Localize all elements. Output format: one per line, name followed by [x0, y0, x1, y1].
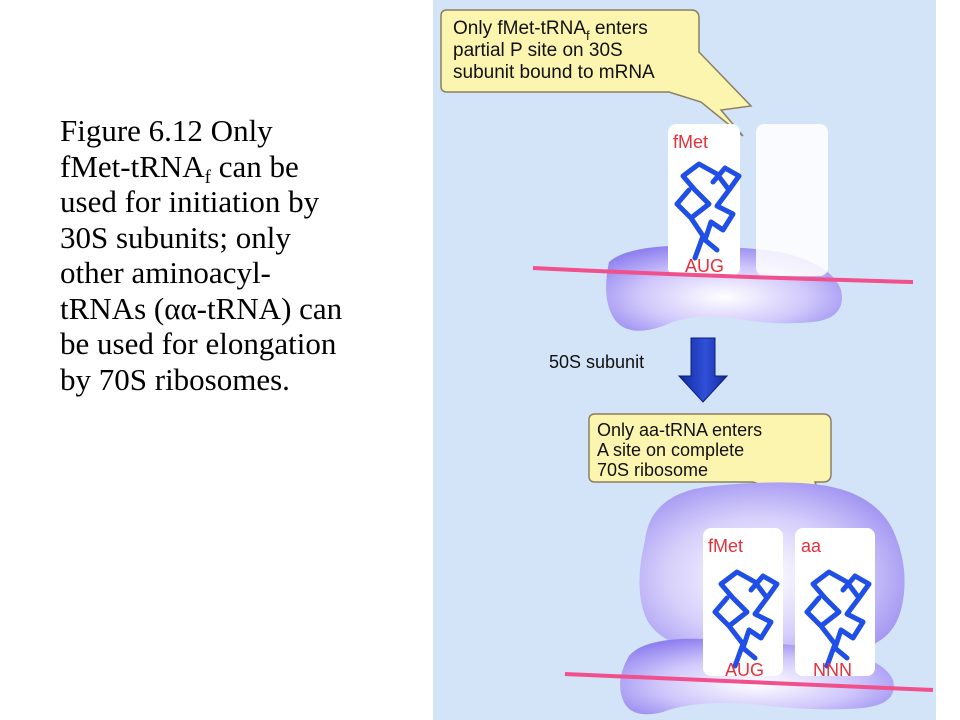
codon-p: AUG — [725, 660, 764, 680]
codon-a: NNN — [813, 660, 852, 680]
callout-top-line2: partial P site on 30S — [453, 40, 623, 61]
aa-trna-squiggle — [804, 569, 872, 669]
caption-line: Figure 6.12 Only — [60, 113, 273, 148]
codon-top: AUG — [685, 256, 724, 276]
ribosome-diagram-panel: Only fMet-tRNAf enters partial P site on… — [433, 0, 936, 720]
caption-line: used for initiation by — [60, 184, 320, 219]
caption-line: fMet-tRNAf can be — [60, 148, 420, 188]
arrow-label: 50S subunit — [549, 352, 644, 372]
trna-p-label: fMet — [708, 536, 743, 556]
callout-bottom-line1: Only aa-tRNA enters — [597, 420, 762, 440]
callout-bottom-line2: A site on complete — [597, 440, 744, 460]
mrna-strand-top — [532, 266, 914, 284]
trna-top-label: fMet — [673, 132, 708, 152]
callout-top-line1: Only fMet-tRNAf enters — [453, 18, 648, 43]
caption-subscript: f — [204, 166, 211, 188]
caption-line: other aminoacyl- — [60, 255, 271, 290]
caption-line: be used for elongation — [60, 326, 337, 361]
trna-a-label: aa — [801, 536, 822, 556]
caption-text: fMet-tRNA — [60, 148, 205, 184]
caption-line: 30S subunits; only — [60, 219, 291, 255]
figure-caption: Figure 6.12 Only fMet-tRNAf can be used … — [60, 113, 420, 397]
callout-top-line3: subunit bound to mRNA — [453, 62, 655, 83]
caption-text: can be — [210, 148, 299, 184]
fmet-trna-squiggle — [674, 161, 742, 261]
mrna-strand-bottom — [564, 672, 934, 692]
down-arrow-icon — [677, 337, 729, 403]
caption-line: tRNAs (αα-tRNA) can — [60, 290, 343, 326]
a-site-slot — [756, 124, 828, 276]
ribosome-diagram: Only fMet-tRNAf enters partial P site on… — [440, 9, 934, 715]
callout-bottom-line3: 70S ribosome — [597, 460, 708, 480]
callout-top-shape — [440, 9, 753, 137]
fmet-trna-squiggle-bottom — [712, 569, 780, 669]
caption-line: by 70S ribosomes. — [60, 361, 290, 397]
